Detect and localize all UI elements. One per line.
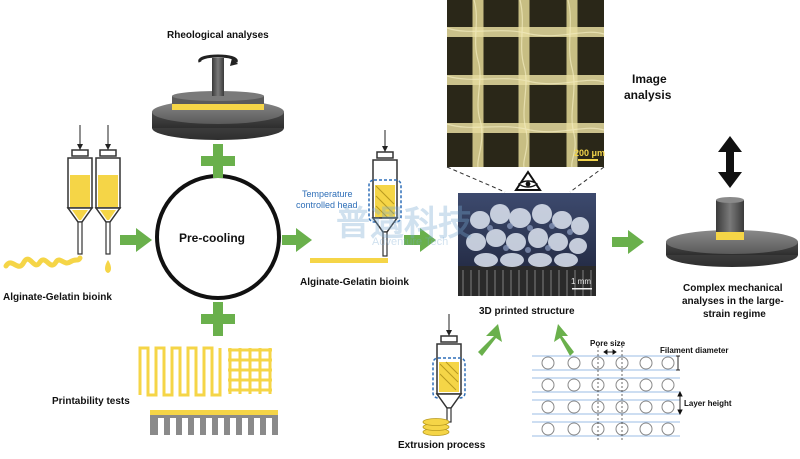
- label-temperature-head-2: controlled head: [296, 200, 358, 210]
- printed-structure-photo: [458, 193, 596, 296]
- microscopy-image: [446, 0, 605, 168]
- syringe-temperature-controlled: [310, 130, 402, 263]
- label-scale-1mm: 1 mm: [571, 277, 591, 286]
- label-bioink-mid: Alginate-Gelatin bioink: [300, 277, 409, 288]
- label-printability-tests: Printability tests: [52, 396, 130, 407]
- arrow-icon-structure-to-mechanical: [612, 230, 644, 254]
- label-mechanical-1: Complex mechanical: [683, 283, 783, 294]
- arrow-icon-geometry-to-structure: [554, 324, 574, 356]
- dashed-line-left: [446, 166, 506, 193]
- syringe-left-2: [94, 125, 122, 273]
- arrow-icon-extrusion-to-structure: [478, 324, 502, 356]
- label-pre-cooling: Pre-cooling: [179, 231, 246, 245]
- label-temperature-head-1: Temperature: [302, 189, 353, 199]
- arrow-icon-cooling-to-head: [282, 228, 312, 252]
- label-extrusion-process: Extrusion process: [398, 440, 486, 451]
- arrow-icon-head-to-structure: [404, 228, 436, 252]
- label-mechanical-2: analyses in the large-: [682, 296, 784, 307]
- label-image-analysis-1: Image: [632, 72, 667, 86]
- printability-grid: [228, 348, 272, 394]
- dashed-line-right: [569, 166, 605, 193]
- vertical-double-arrow-icon: [718, 136, 742, 188]
- label-filament-diameter: Filament diameter: [660, 346, 729, 355]
- label-scale-200um: 200 μm: [574, 148, 606, 158]
- label-layer-height: Layer height: [684, 399, 732, 408]
- arrow-icon-syringe-to-cooling: [120, 228, 152, 252]
- label-image-analysis-2: analysis: [624, 88, 672, 102]
- label-mechanical-3: strain regime: [703, 309, 766, 320]
- eye-icon: [514, 170, 542, 191]
- label-pore-size: Pore size: [590, 339, 626, 348]
- label-bioink-left: Alginate-Gelatin bioink: [3, 292, 112, 303]
- plus-icon-bottom: [201, 302, 235, 336]
- filament-geometry-schematic: [532, 346, 683, 440]
- plus-icon-top: [201, 144, 235, 178]
- label-3d-printed-structure: 3D printed structure: [479, 306, 575, 317]
- printability-collapse-fixture: [150, 410, 278, 435]
- mechanical-tester: [666, 197, 798, 267]
- printability-serpentine: [138, 346, 222, 397]
- watermark-chinese: 普遇科技: [336, 205, 472, 243]
- syringe-left-1: [66, 125, 94, 255]
- watermark-english: Adventure Tech: [372, 236, 449, 248]
- label-rheological-analyses: Rheological analyses: [167, 30, 269, 41]
- syringe-extrusion: [422, 314, 466, 436]
- bioink-squiggle: [3, 255, 83, 269]
- rheometer-illustration: [152, 54, 284, 140]
